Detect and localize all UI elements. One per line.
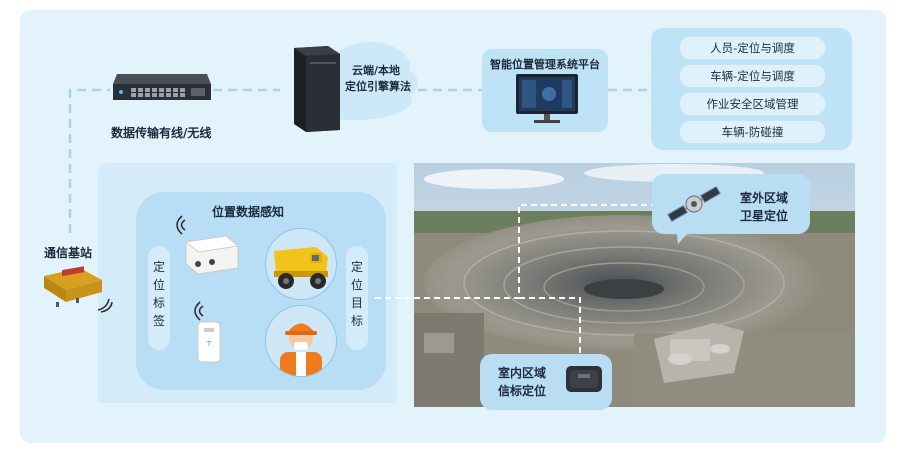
target-label-text: 定位目标 (351, 260, 364, 328)
monitor-icon (514, 72, 580, 126)
mining-truck-icon (265, 228, 337, 300)
network-switch-icon (111, 60, 213, 106)
sensing-title: 位置数据感知 (212, 205, 285, 219)
outdoor-zone-callout (652, 174, 810, 234)
beacon-device-icon (564, 362, 604, 396)
platform-label: 智能位置管理系统平台 (490, 58, 600, 71)
server-label-line1: 云端/本地 (352, 64, 401, 77)
personnel-badge-icon: T (196, 320, 222, 364)
tag-label-text: 定位标签 (153, 260, 166, 328)
server-label-line2: 定位引擎算法 (345, 80, 411, 93)
base-station-icon (40, 262, 112, 308)
target-label: 定位目标 (346, 246, 368, 350)
outdoor-zone-line1: 室外区域 (740, 191, 789, 205)
locator-tag-device-icon (182, 232, 242, 278)
switch-label: 数据传输有线/无线 (111, 126, 212, 140)
feature-list: 人员-定位与调度 车辆-定位与调度 作业安全区域管理 车辆-防碰撞 (651, 28, 852, 150)
signal-waves-icon (95, 296, 113, 314)
signal-waves-icon (188, 300, 204, 322)
server-icon (288, 44, 344, 134)
feature-item: 作业安全区域管理 (679, 92, 826, 116)
indoor-zone-line1: 室内区域 (498, 366, 547, 380)
signal-waves-icon (170, 214, 186, 236)
indoor-zone-line2: 信标定位 (498, 384, 547, 398)
callout-pointer (676, 226, 694, 244)
feature-item: 车辆-定位与调度 (679, 64, 826, 88)
feature-item: 人员-定位与调度 (679, 36, 826, 60)
satellite-icon (664, 180, 724, 228)
base-station-label: 通信基站 (44, 246, 93, 260)
tag-label: 定位标签 (148, 246, 170, 350)
feature-item: 车辆-防碰撞 (679, 120, 826, 144)
svg-text:T: T (206, 340, 212, 348)
outdoor-zone-line2: 卫星定位 (740, 209, 789, 223)
worker-icon (265, 305, 337, 377)
